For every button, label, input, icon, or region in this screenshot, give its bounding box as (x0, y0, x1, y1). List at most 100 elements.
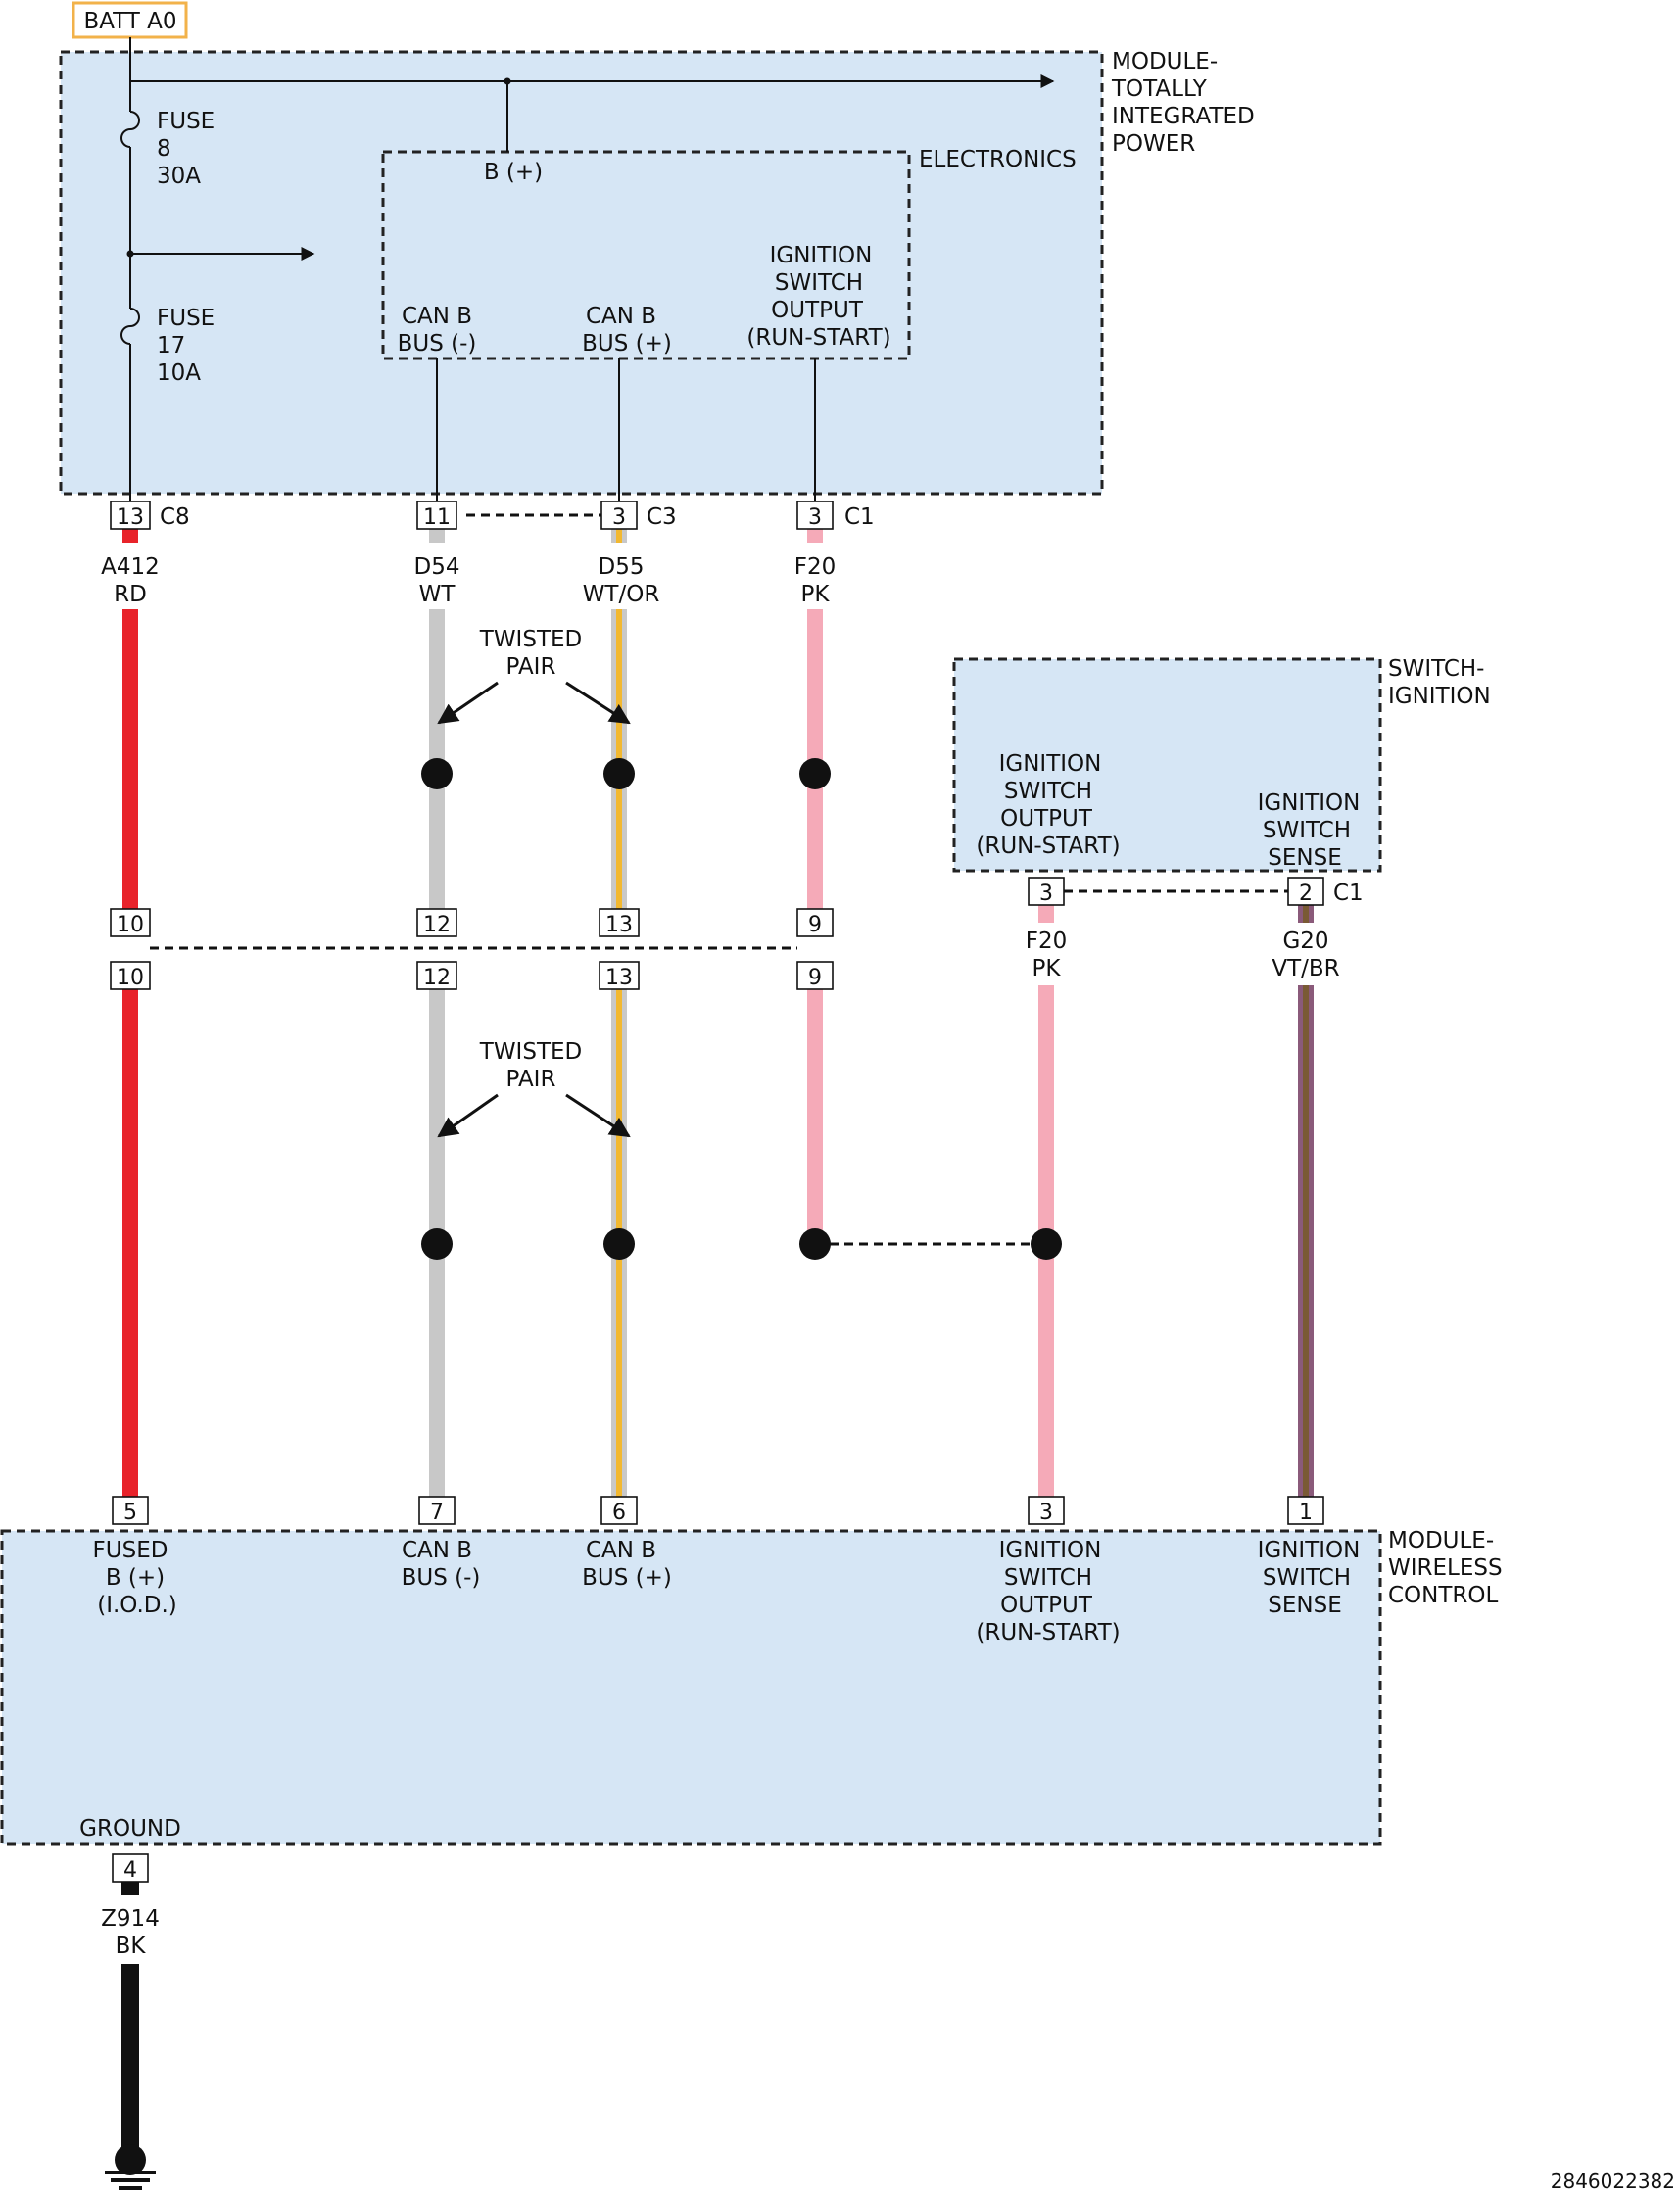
wire-a412 (122, 529, 138, 1497)
wire-f20-left (807, 529, 823, 1244)
splice-d54-2 (421, 1228, 453, 1260)
b-plus-label: B (+) (484, 160, 543, 185)
wcm-can-plus-label: CAN B BUS (+) (582, 1538, 672, 1591)
tip-module-name: MODULE- TOTALLY INTEGRATED POWER (1111, 49, 1255, 157)
svg-text:FUSE: FUSE (157, 306, 215, 331)
wcm-module-name: MODULE- WIRELESS CONTROL (1388, 1528, 1503, 1608)
wcm-pin-5: 5 (112, 1496, 149, 1525)
svg-text:PAIR: PAIR (506, 654, 556, 680)
tip-pin-13: 13 (110, 501, 151, 530)
svg-text:WT/OR: WT/OR (583, 582, 660, 607)
svg-text:TWISTED: TWISTED (479, 627, 582, 652)
ignition-switch-name: SWITCH- IGNITION (1388, 656, 1491, 709)
svg-text:SWITCH: SWITCH (1004, 779, 1092, 804)
svg-text:BK: BK (116, 1933, 147, 1959)
svg-text:CONTROL: CONTROL (1388, 1583, 1499, 1608)
wcm-ign-sense-label: IGNITION SWITCH SENSE (1258, 1538, 1361, 1618)
svg-text:10A: 10A (157, 360, 201, 386)
svg-text:8: 8 (157, 136, 171, 162)
svg-text:CAN B: CAN B (402, 304, 472, 329)
svg-text:A412: A412 (101, 554, 160, 580)
wcm-ground-label: GROUND (79, 1816, 181, 1841)
tip-ign-out-label: IGNITION SWITCH OUTPUT (RUN-START) (746, 243, 890, 351)
svg-text:SWITCH: SWITCH (1263, 1565, 1351, 1591)
svg-text:2: 2 (1299, 882, 1313, 906)
svg-text:9: 9 (808, 913, 822, 937)
svg-text:SWITCH: SWITCH (1004, 1565, 1092, 1591)
svg-text:PAIR: PAIR (506, 1067, 556, 1092)
fuse-8-label: FUSE 8 30A (157, 109, 215, 189)
svg-text:OUTPUT: OUTPUT (1000, 806, 1093, 832)
wcm-fused-label: FUSED B (+) (I.O.D.) (93, 1538, 177, 1618)
svg-text:BUS (+): BUS (+) (582, 1565, 672, 1591)
inline-pin-10: 10 10 (110, 908, 151, 990)
svg-text:13: 13 (605, 913, 633, 937)
svg-text:OUTPUT: OUTPUT (1000, 1593, 1093, 1618)
svg-text:6: 6 (612, 1501, 626, 1525)
svg-text:PK: PK (801, 582, 831, 607)
svg-text:BUS (+): BUS (+) (582, 331, 672, 357)
fuse-17-label: FUSE 17 10A (157, 306, 215, 386)
svg-text:12: 12 (423, 913, 451, 937)
ignition-switch-box (952, 657, 1382, 873)
batt-label: BATT A0 (83, 9, 176, 34)
fuse-8-symbol (120, 111, 140, 148)
splice-d55-1 (603, 758, 635, 789)
svg-text:IGNITION: IGNITION (1258, 790, 1361, 816)
wire-label-a412: A412 RD (101, 554, 160, 607)
svg-text:TOTALLY: TOTALLY (1111, 76, 1208, 102)
fuse-17-symbol (120, 308, 140, 345)
svg-text:3: 3 (808, 505, 822, 530)
wire-z914 (121, 1882, 139, 2172)
switch-ign-out-label: IGNITION SWITCH OUTPUT (RUN-START) (976, 751, 1120, 859)
tip-can-minus-label: CAN B BUS (-) (398, 304, 477, 357)
tip-pin-3-c1: 3 (796, 501, 834, 530)
twisted-pair-label-1: TWISTED PAIR (479, 627, 582, 680)
svg-text:30A: 30A (157, 164, 201, 189)
wcm-pin-6: 6 (600, 1496, 638, 1525)
svg-text:SENSE: SENSE (1268, 845, 1341, 871)
svg-text:OUTPUT: OUTPUT (771, 298, 864, 323)
svg-text:12: 12 (423, 966, 451, 990)
wcm-ign-out-label: IGNITION SWITCH OUTPUT (RUN-START) (976, 1538, 1120, 1646)
svg-text:CAN B: CAN B (586, 304, 656, 329)
wire-label-g20: G20 VT/BR (1272, 929, 1339, 981)
svg-text:SENSE: SENSE (1268, 1593, 1341, 1618)
splice-f20-3 (1031, 1228, 1062, 1260)
svg-text:G20: G20 (1282, 929, 1328, 954)
inline-pin-12: 12 12 (416, 908, 457, 990)
svg-text:17: 17 (157, 333, 185, 358)
svg-text:WT: WT (419, 582, 456, 607)
svg-text:5: 5 (123, 1501, 137, 1525)
electronics-label: ELECTRONICS (919, 147, 1077, 172)
inline-pin-13: 13 13 (599, 908, 640, 990)
splice-d55-2 (603, 1228, 635, 1260)
wire-label-z914: Z914 BK (101, 1906, 160, 1959)
switch-pin-3: 3 (1028, 877, 1065, 906)
svg-text:IGNITION: IGNITION (999, 751, 1102, 777)
svg-text:POWER: POWER (1112, 131, 1195, 157)
svg-text:13: 13 (117, 505, 144, 530)
wire-f20-right (1038, 905, 1054, 1497)
connector-c3-label: C3 (647, 504, 677, 530)
svg-text:BUS (-): BUS (-) (398, 331, 477, 357)
splice-f20-2 (799, 1228, 831, 1260)
svg-text:3: 3 (612, 505, 626, 530)
wcm-pin-1: 1 (1287, 1496, 1324, 1525)
svg-text:3: 3 (1039, 1501, 1053, 1525)
svg-text:13: 13 (605, 966, 633, 990)
svg-text:TWISTED: TWISTED (479, 1039, 582, 1065)
wire-g20 (1298, 905, 1314, 1497)
switch-ign-sense-label: IGNITION SWITCH SENSE (1258, 790, 1361, 871)
switch-connector-c1-label: C1 (1333, 881, 1364, 906)
wire-label-d54: D54 WT (414, 554, 460, 607)
ground-symbol (105, 2144, 156, 2190)
figure-id: 2846022382 (1551, 2170, 1675, 2193)
inline-pin-9: 9 9 (796, 908, 834, 990)
splice-f20-1 (799, 758, 831, 789)
svg-text:B (+): B (+) (106, 1565, 165, 1591)
svg-text:PK: PK (1032, 956, 1062, 981)
twisted-pair-arrow-left-1 (437, 681, 499, 725)
switch-pin-2: 2 (1287, 877, 1324, 906)
